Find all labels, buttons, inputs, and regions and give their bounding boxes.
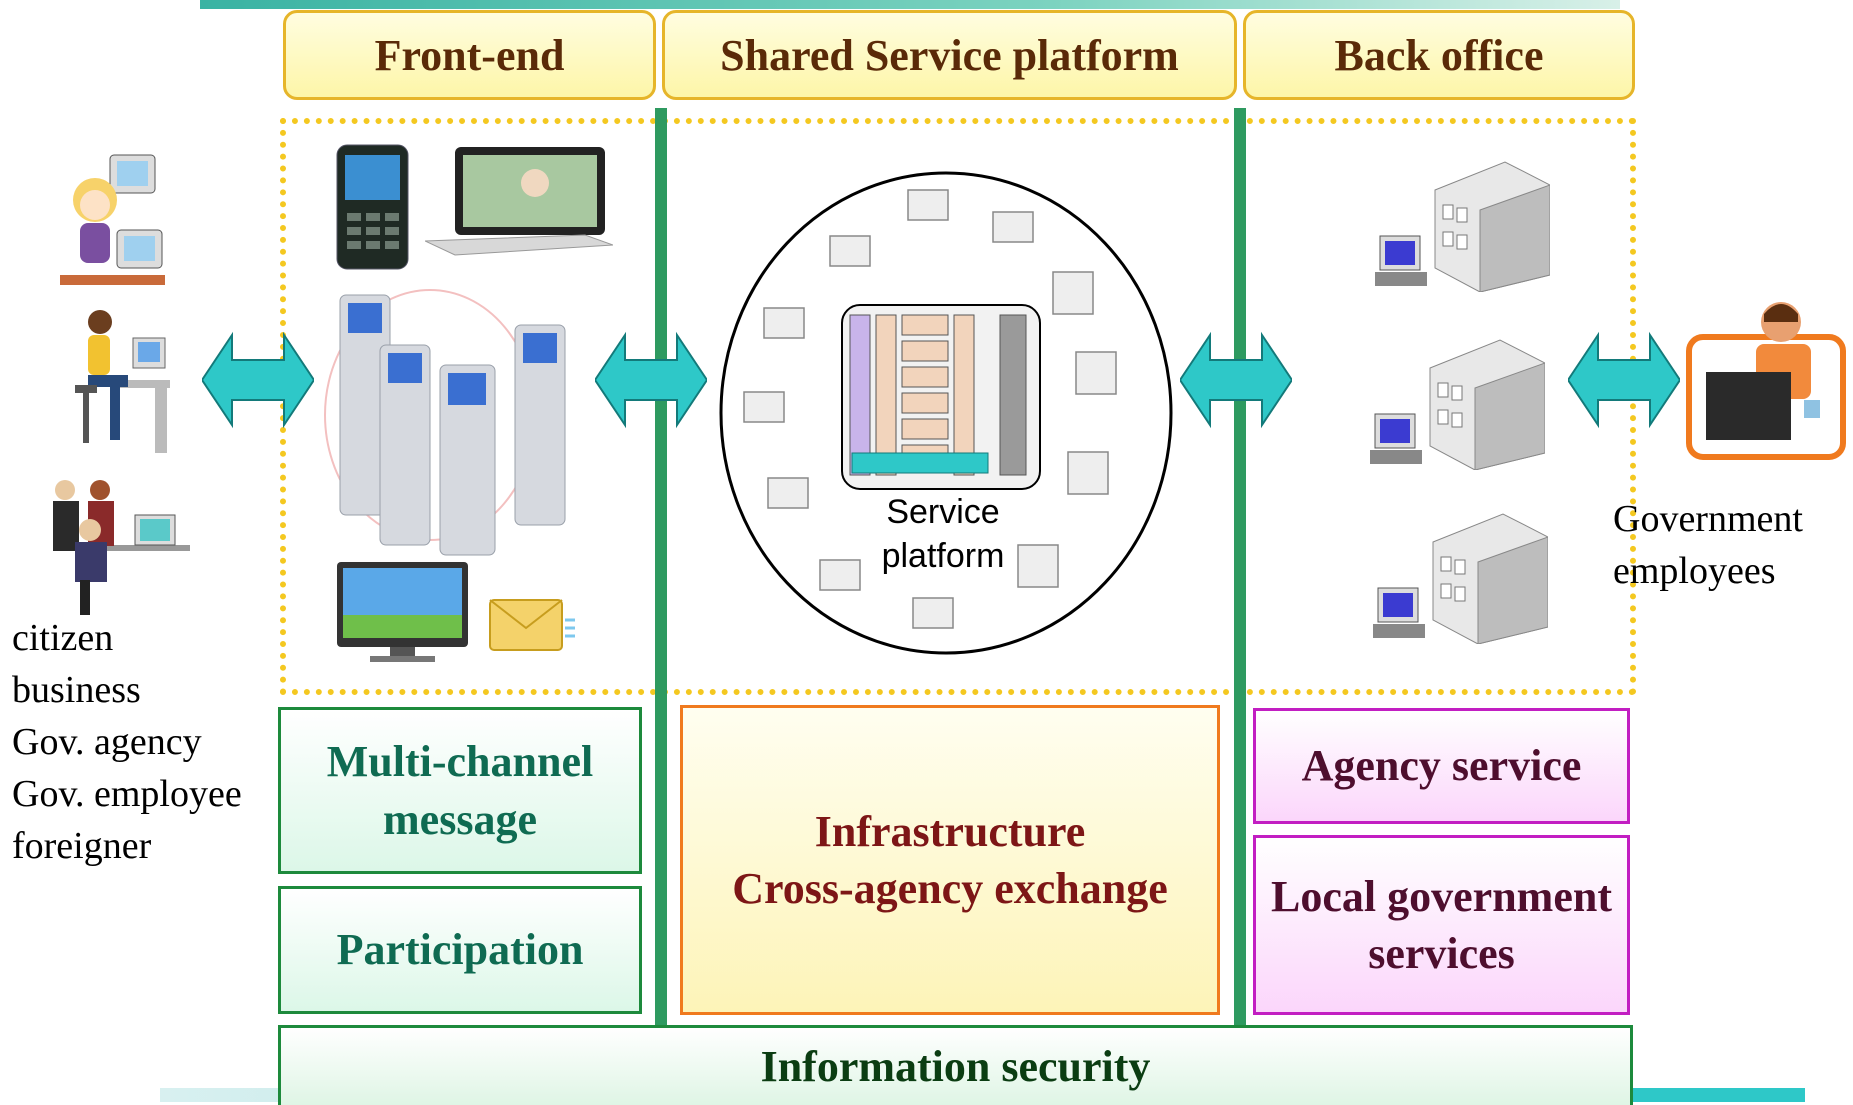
double-arrow-platform-backoffice xyxy=(1180,331,1292,429)
flat-screen-tv-icon xyxy=(337,562,468,662)
office-building-with-computer-icon xyxy=(1375,161,1550,292)
actor-business: business xyxy=(12,669,141,711)
office-building-with-computer-icon xyxy=(1373,513,1548,644)
service-platform-label: Service platform xyxy=(881,493,1005,575)
government-employee-icon xyxy=(1686,302,1846,460)
actor-gov-agency: Gov. agency xyxy=(12,721,202,763)
header-shared-service-platform: Shared Service platform xyxy=(662,10,1237,100)
divider-left xyxy=(655,108,667,1028)
top-accent-line xyxy=(200,0,1620,9)
person-at-desk-icon xyxy=(75,310,170,453)
agency-service-box: Agency service xyxy=(1253,708,1630,824)
double-arrow-frontend-platform xyxy=(595,331,707,429)
information-security-bar: Information security xyxy=(278,1025,1633,1105)
header-front-end: Front-end xyxy=(283,10,656,100)
actor-gov-employee: Gov. employee xyxy=(12,773,242,815)
double-arrow-backoffice-employees xyxy=(1568,331,1680,429)
actor-list: citizen business Gov. agency Gov. employ… xyxy=(12,612,242,872)
email-envelope-icon xyxy=(489,599,575,651)
government-employees-label: Government employees xyxy=(1613,498,1803,592)
participation-box: Participation xyxy=(278,886,642,1014)
kiosk-terminals-icon xyxy=(324,289,566,556)
mobile-phone-icon xyxy=(336,144,409,270)
actor-foreigner: foreigner xyxy=(12,825,152,867)
service-platform-core-icon xyxy=(841,304,1041,490)
actor-citizen: citizen xyxy=(12,617,114,659)
laptop-icon xyxy=(425,147,613,256)
infrastructure-box: Infrastructure Cross-agency exchange xyxy=(680,705,1220,1015)
local-government-services-box: Local government services xyxy=(1253,835,1630,1015)
business-group-icon xyxy=(53,480,190,615)
divider-right xyxy=(1234,108,1246,1028)
office-building-with-computer-icon xyxy=(1370,339,1545,470)
citizen-at-computer-icon xyxy=(60,154,165,285)
header-back-office: Back office xyxy=(1243,10,1635,100)
double-arrow-actors-frontend xyxy=(202,331,314,429)
multichannel-message-box: Multi-channel message xyxy=(278,707,642,874)
